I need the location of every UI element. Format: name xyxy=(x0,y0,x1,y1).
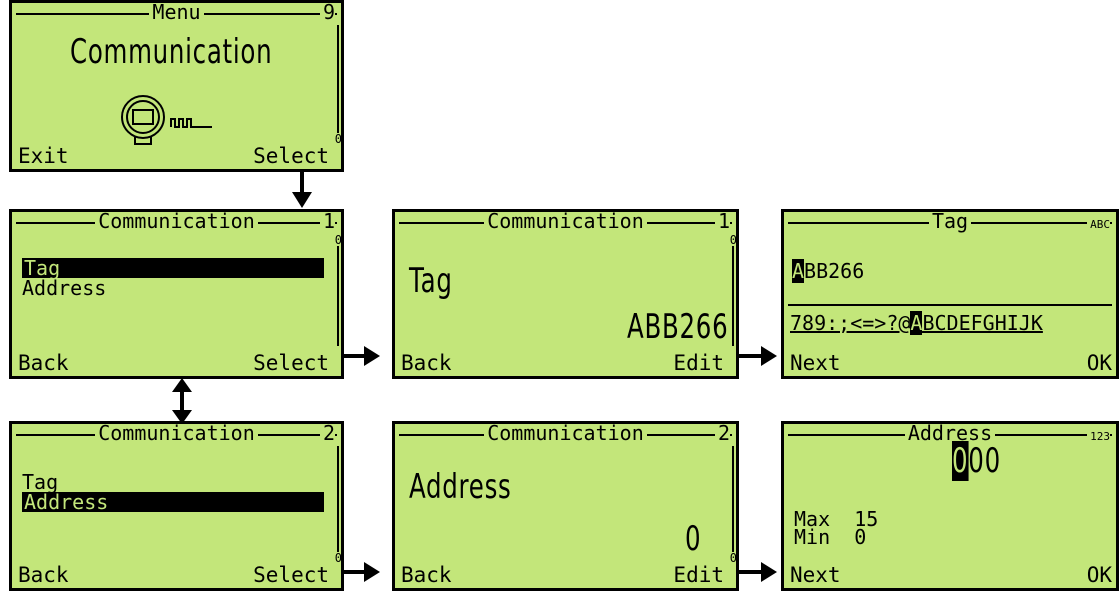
charset-before: 789:;<=>?@ xyxy=(790,311,911,335)
menu-screen: Menu 9 0 Communication Exit Select xyxy=(9,0,344,172)
scroll-position: 0 xyxy=(334,233,342,247)
list-item-tag[interactable]: Tag xyxy=(22,470,59,494)
ok-softkey[interactable]: OK xyxy=(1086,351,1112,375)
scroll-position: 0 xyxy=(729,551,737,565)
screen-title: Communication xyxy=(12,212,341,233)
screen-index: 1 xyxy=(714,212,730,232)
parameter-label: Address xyxy=(409,467,512,507)
screen-index: 2 xyxy=(319,424,335,444)
value-text: 00 xyxy=(968,441,1001,481)
back-softkey[interactable]: Back xyxy=(18,351,69,375)
tag-edit-value[interactable]: ABB266 xyxy=(792,259,865,283)
back-softkey[interactable]: Back xyxy=(401,563,452,587)
screen-title: Communication xyxy=(12,424,341,445)
next-softkey[interactable]: Next xyxy=(790,563,841,587)
scrollbar: 0 xyxy=(729,233,737,346)
screen-title: Address xyxy=(784,424,1116,445)
scrollbar: 0 xyxy=(334,233,342,346)
scrollbar: 0 xyxy=(729,446,736,564)
tag-edit-screen: Tag ABC ABB266 789:;<=>?@ABCDEFGHIJK Nex… xyxy=(781,209,1119,379)
address-edit-value[interactable]: 000 xyxy=(952,441,1001,481)
arrow-right xyxy=(344,562,380,582)
arrow-up-down xyxy=(172,378,192,424)
min-row: Min 0 xyxy=(794,525,867,549)
edit-cursor: 0 xyxy=(952,441,969,481)
edit-softkey[interactable]: Edit xyxy=(673,563,724,587)
select-softkey[interactable]: Select xyxy=(253,144,329,168)
scroll-position: 0 xyxy=(729,233,737,247)
screen-index: 1 xyxy=(319,212,335,232)
arrow-down-head xyxy=(292,192,312,208)
edit-cursor: A xyxy=(792,259,805,283)
scroll-position: 0 xyxy=(334,551,342,565)
arrow-right xyxy=(739,346,777,366)
input-mode-indicator: 123 xyxy=(1087,426,1110,448)
screen-title: Communication xyxy=(395,212,736,233)
transmitter-icon xyxy=(121,95,212,145)
min-value: 0 xyxy=(854,525,867,549)
list-item-tag[interactable]: Tag xyxy=(22,258,324,278)
arrow-down xyxy=(300,172,304,196)
input-mode-indicator: ABC xyxy=(1087,214,1110,236)
parameter-value: ABB266 xyxy=(627,307,729,347)
screen-title: Communication xyxy=(395,424,736,445)
scrollbar: 0 xyxy=(334,446,341,564)
exit-softkey[interactable]: Exit xyxy=(18,144,69,168)
arrow-right xyxy=(739,562,777,582)
menu-heading: Communication xyxy=(70,32,273,72)
screen-title: Tag xyxy=(784,212,1116,233)
tag-view-screen: Communication 1 0 Tag ABB266 Back Edit xyxy=(392,209,739,379)
charset-selector[interactable]: 789:;<=>?@ABCDEFGHIJK xyxy=(790,311,1043,335)
next-softkey[interactable]: Next xyxy=(790,351,841,375)
scroll-position: 0 xyxy=(334,132,342,146)
select-softkey[interactable]: Select xyxy=(253,351,329,375)
ok-softkey[interactable]: OK xyxy=(1086,563,1112,587)
screen-index: 2 xyxy=(714,424,730,444)
address-view-screen: Communication 2 0 Address 0 Back Edit xyxy=(392,421,739,591)
value-text: BB266 xyxy=(804,259,865,283)
max-row: Max 15 xyxy=(794,507,879,531)
comm-list-screen-1: Communication 1 0 Tag Address Back Selec… xyxy=(9,209,344,379)
scrollbar: 0 xyxy=(334,25,341,145)
charset-rule xyxy=(788,304,1112,306)
arrow-right xyxy=(344,346,380,366)
edit-softkey[interactable]: Edit xyxy=(673,351,724,375)
back-softkey[interactable]: Back xyxy=(18,563,69,587)
charset-after: BCDEFGHIJK xyxy=(922,311,1043,335)
select-softkey[interactable]: Select xyxy=(253,563,329,587)
min-label: Min xyxy=(794,525,831,549)
charset-selected: A xyxy=(910,311,923,335)
back-softkey[interactable]: Back xyxy=(401,351,452,375)
list-item-address[interactable]: Address xyxy=(22,492,324,512)
max-value: 15 xyxy=(854,507,879,531)
list-item-address[interactable]: Address xyxy=(22,276,107,300)
screen-title: Menu xyxy=(12,3,341,24)
parameter-value: 0 xyxy=(685,519,702,559)
max-label: Max xyxy=(794,507,831,531)
screen-index: 9 xyxy=(319,3,335,23)
comm-list-screen-2: Communication 2 0 Tag Address Back Selec… xyxy=(9,421,344,591)
parameter-label: Tag xyxy=(409,261,453,301)
address-edit-screen: Address 123 000 Max 15 Min 0 Next OK xyxy=(781,421,1119,591)
